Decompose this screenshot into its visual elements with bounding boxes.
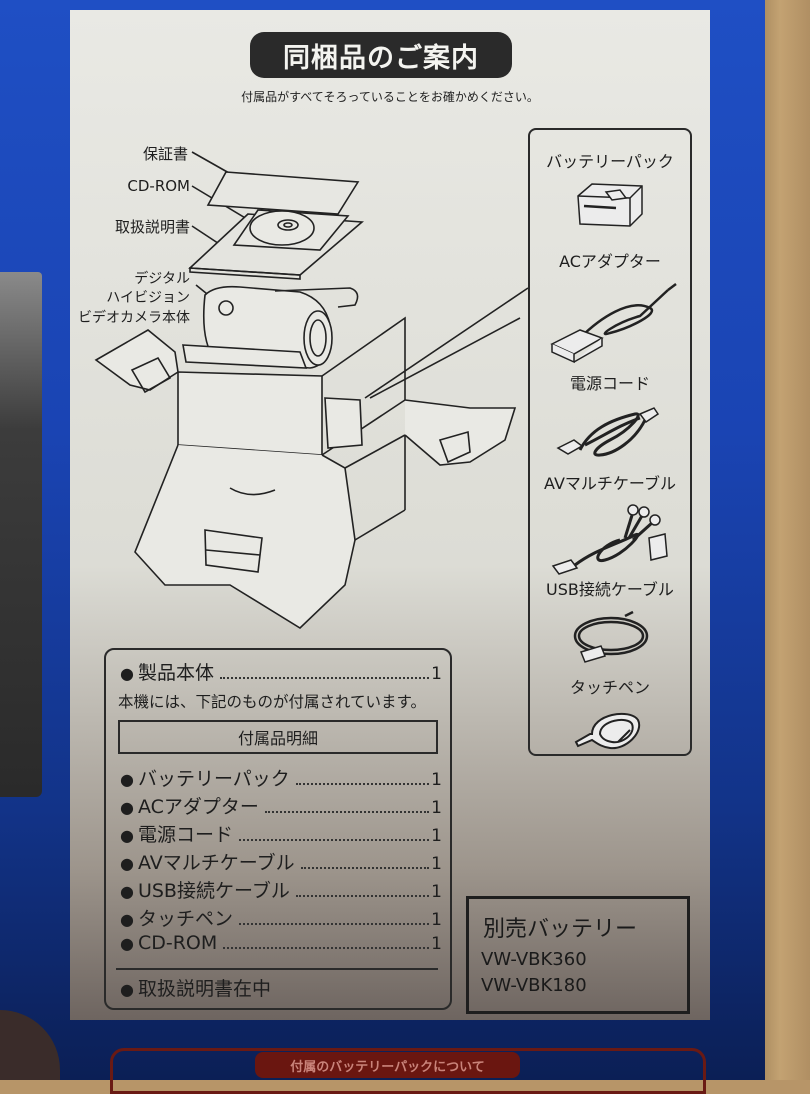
power-cord-icon: [550, 400, 670, 466]
accessory-item-usb-cable: USB接続ケーブル: [530, 576, 690, 670]
item-qty: 1: [431, 770, 442, 790]
page-subtitle: 付属品がすべてそろっていることをお確かめください。: [241, 90, 539, 104]
box-window-cutout: [0, 272, 42, 797]
item-qty: 1: [431, 798, 442, 818]
leader-dots: [238, 923, 430, 925]
detail-header: 付属品明細: [118, 720, 438, 754]
item-label: ACアダプター: [137, 796, 259, 818]
accessory-label: ACアダプター: [559, 252, 661, 271]
leader-dots: [300, 867, 430, 869]
label-camera-line1: デジタル: [134, 271, 190, 287]
list-item: ● AVマルチケーブル 1: [120, 848, 442, 875]
item-label: CD-ROM: [137, 932, 218, 954]
list-item: ● タッチペン 1: [120, 904, 442, 931]
contents-checklist: ● 製品本体 1 本機には、下記のものが付属されています。 付属品明細 ● バッ…: [104, 648, 452, 1010]
label-warranty: 保証書: [142, 145, 188, 163]
accessory-label: AVマルチケーブル: [544, 474, 676, 493]
accessory-label: タッチペン: [569, 678, 650, 697]
main-item-row: ● 製品本体 1: [120, 658, 442, 685]
cardboard-background: [760, 0, 810, 1080]
bullet-icon: ●: [120, 980, 134, 999]
included-note: 本機には、下記のものが付属されています。: [118, 693, 426, 711]
leader-dots: [264, 811, 430, 813]
leader-dots: [295, 895, 430, 897]
accessory-label: USB接続ケーブル: [546, 580, 674, 599]
item-qty: 1: [431, 826, 442, 846]
bullet-icon: ●: [120, 910, 134, 929]
usb-cable-icon: [565, 606, 655, 670]
touch-pen-icon: [570, 704, 650, 754]
item-label: バッテリーパック: [137, 768, 290, 790]
bullet-icon: ●: [120, 934, 134, 953]
leader-dots: [295, 783, 430, 785]
list-item: ● USB接続ケーブル 1: [120, 876, 442, 903]
item-qty: 1: [431, 910, 442, 930]
label-camera-line3: ビデオカメラ本体: [78, 310, 190, 326]
bullet-icon: ●: [120, 826, 134, 845]
battery-pack-icon: [570, 178, 650, 232]
item-label: タッチペン: [137, 908, 233, 930]
item-qty: 1: [431, 664, 442, 684]
separate-battery-box: 別売バッテリー VW-VBK360 VW-VBK180: [466, 896, 690, 1014]
separate-battery-title: 別売バッテリー: [483, 917, 638, 942]
accessories-panel: バッテリーパック ACアダプター 電源: [528, 128, 692, 756]
accessory-item-power-cord: 電源コード: [530, 370, 690, 466]
label-camera-line2: ハイビジョン: [106, 290, 190, 306]
accessory-item-battery: バッテリーパック: [530, 148, 690, 232]
leader-dots: [219, 677, 430, 679]
item-qty: 1: [431, 854, 442, 874]
bullet-icon: ●: [120, 770, 134, 789]
item-label: 電源コード: [137, 824, 233, 846]
list-divider: [116, 968, 438, 970]
bullet-icon: ●: [120, 664, 134, 683]
item-qty: 1: [431, 934, 442, 954]
accessory-item-av-cable: AVマルチケーブル: [530, 470, 690, 580]
item-label: 取扱説明書在中: [137, 978, 271, 1000]
label-manual: 取扱説明書: [114, 218, 190, 236]
av-multi-cable-icon: [545, 500, 675, 580]
item-qty: 1: [431, 882, 442, 902]
leader-dots: [223, 947, 430, 949]
page-title: 同梱品のご案内: [250, 32, 512, 78]
manual-enclosed-row: ● 取扱説明書在中: [120, 974, 442, 1001]
ac-adapter-icon: [540, 278, 680, 364]
bullet-icon: ●: [120, 882, 134, 901]
bottom-banner-label: 付属のバッテリーパックについて: [255, 1052, 520, 1078]
list-item: ● CD-ROM 1: [120, 932, 442, 954]
bullet-icon: ●: [120, 854, 134, 873]
list-item: ● 電源コード 1: [120, 820, 442, 847]
list-item: ● ACアダプター 1: [120, 792, 442, 819]
item-label: USB接続ケーブル: [137, 880, 290, 902]
item-label: AVマルチケーブル: [137, 852, 295, 874]
item-label: 製品本体: [137, 662, 214, 684]
accessory-label: 電源コード: [569, 374, 650, 393]
leader-dots: [238, 839, 430, 841]
list-item: ● バッテリーパック 1: [120, 764, 442, 791]
bullet-icon: ●: [120, 798, 134, 817]
battery-model: VW-VBK180: [481, 975, 587, 996]
accessory-label: バッテリーパック: [546, 152, 674, 171]
accessory-item-ac-adapter: ACアダプター: [530, 248, 690, 364]
battery-model: VW-VBK360: [481, 949, 587, 970]
label-cdrom: CD-ROM: [127, 177, 190, 195]
accessory-item-touch-pen: タッチペン: [530, 674, 690, 754]
